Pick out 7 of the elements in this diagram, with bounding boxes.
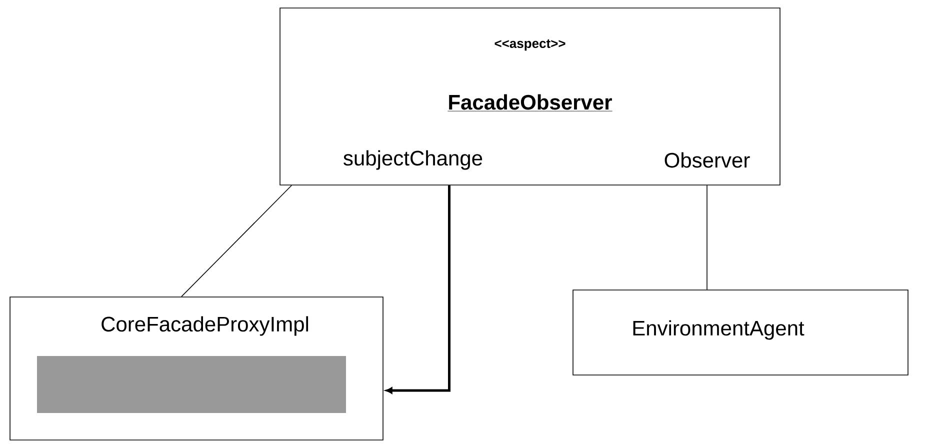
connector bbox=[706, 185, 708, 290]
class-box: EnvironmentAgent bbox=[572, 290, 908, 376]
class-box: CoreFacadeProxyImpl bbox=[10, 296, 384, 440]
member-label: subjectChange bbox=[344, 150, 482, 170]
member-label: Observer bbox=[664, 152, 750, 168]
connector bbox=[181, 185, 292, 297]
connector bbox=[386, 185, 450, 394]
